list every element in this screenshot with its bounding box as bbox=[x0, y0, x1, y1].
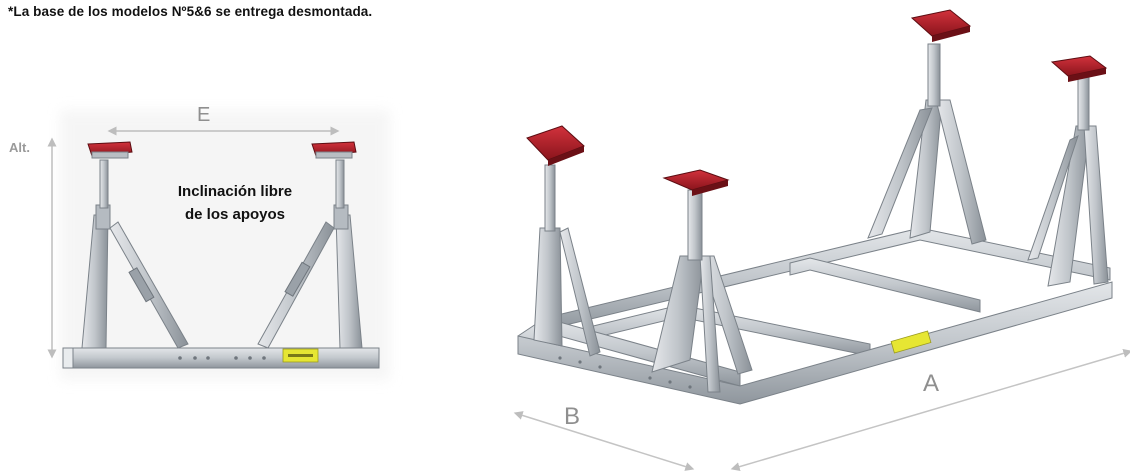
left-spindle bbox=[99, 159, 109, 209]
left-turnbuckle bbox=[128, 267, 155, 303]
brand-sticker-perspective bbox=[890, 330, 932, 354]
width-e-label: E bbox=[197, 104, 211, 126]
stand-front-left-leg bbox=[533, 227, 563, 347]
caption-line-2: de los apoyos bbox=[184, 206, 286, 223]
free-tilt-caption: Inclinación libre de los apoyos bbox=[150, 180, 320, 226]
right-turnbuckle bbox=[284, 261, 311, 297]
height-label: Alt. bbox=[9, 140, 30, 155]
front-long-beam bbox=[517, 281, 1113, 405]
perspective-view bbox=[513, 9, 1130, 472]
side-view bbox=[47, 110, 390, 380]
width-b-label: B bbox=[564, 403, 581, 430]
cross-member-2 bbox=[789, 257, 981, 313]
stand-back-right-leg-right bbox=[1083, 125, 1109, 285]
side-base-beam bbox=[62, 347, 380, 369]
stand-back-center-leg-right bbox=[935, 99, 987, 245]
right-spindle bbox=[335, 159, 345, 209]
length-a-label: A bbox=[923, 370, 940, 397]
caption-line-1: Inclinación libre bbox=[177, 183, 293, 200]
left-brace bbox=[109, 221, 189, 349]
length-a-dimension-line bbox=[730, 348, 1130, 472]
width-b-dimension-line bbox=[513, 411, 695, 471]
disassembly-note: *La base de los modelos Nº5&6 se entrega… bbox=[8, 4, 373, 19]
